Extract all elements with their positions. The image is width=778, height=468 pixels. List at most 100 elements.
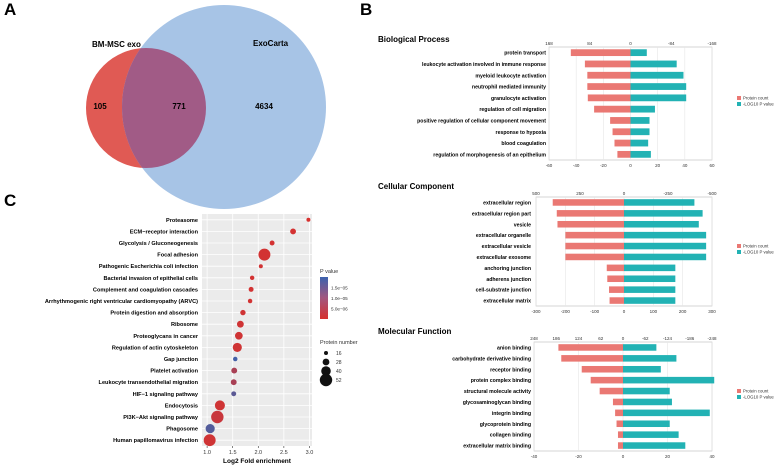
bottom-tick-label: 20 [655, 163, 661, 168]
x-tick-label: 3.0 [306, 450, 314, 456]
bottom-tick-label: 0 [629, 163, 632, 168]
pathway-bubble [231, 391, 237, 397]
go-chart-title: Biological Process [378, 35, 450, 44]
pvalue-bar [623, 420, 670, 428]
top-tick-label: -250 [663, 191, 673, 196]
pvalue-bar [630, 105, 655, 113]
pathway-bubble [290, 228, 297, 235]
legend-label-pvalue: -LOG10 P value [743, 395, 774, 400]
go-term-label: regulation of morphogenesis of an epithe… [433, 152, 546, 158]
top-tick-label: 500 [532, 191, 540, 196]
protein-count-bar [617, 442, 623, 449]
pathway-label: Proteasome [166, 218, 198, 224]
go-term-label: extracellular matrix binding [463, 444, 531, 450]
go-term-label: blood coagulation [501, 141, 546, 147]
pathway-bubble [258, 248, 271, 261]
size-legend-bubble [319, 373, 333, 387]
color-legend-bar [320, 277, 328, 319]
top-tick-label: -84 [668, 41, 675, 46]
size-legend-label: 28 [336, 360, 342, 366]
legend-label-protein-count: Protein count [743, 389, 769, 394]
pvalue-bar [624, 297, 676, 304]
pathway-label: Human papillomavirus infection [113, 438, 198, 444]
pvalue-bar [623, 442, 686, 449]
pvalue-bar [630, 139, 649, 147]
pathway-bubble [231, 367, 238, 374]
pvalue-bar [623, 355, 677, 362]
protein-count-bar [590, 376, 623, 384]
legend-label-pvalue: -LOG10 P value [743, 102, 774, 107]
protein-count-bar [594, 105, 631, 113]
pathway-bubble [211, 410, 224, 424]
size-legend-bubble [324, 351, 328, 355]
protein-count-bar [616, 420, 623, 428]
x-tick-label: 2.5 [280, 450, 288, 456]
go-term-label: extracellular region part [472, 211, 531, 217]
pathway-bubble [230, 379, 237, 386]
pathway-label: Arrhythmogenic right ventricular cardiom… [45, 299, 198, 305]
protein-count-bar [587, 94, 631, 102]
go-term-label: granulocyte activation [491, 96, 546, 102]
protein-count-bar [558, 344, 623, 351]
pathway-bubble [203, 434, 216, 447]
protein-count-bar [609, 297, 624, 304]
go-term-label: glycoprotein binding [480, 422, 531, 428]
go-term-label: extracellular matrix [483, 299, 531, 305]
top-tick-label: 124 [575, 336, 583, 341]
go-term-label: collagen binding [490, 433, 531, 439]
top-tick-label: 186 [552, 336, 560, 341]
pvalue-bar [630, 117, 650, 124]
venn-left-label: BM-MSC exo [92, 40, 141, 49]
go-term-label: protein transport [504, 51, 546, 57]
go-term-label: protein complex binding [471, 378, 531, 384]
top-tick-label: -248 [707, 336, 717, 341]
pvalue-bar [624, 242, 707, 250]
pvalue-bar [630, 49, 647, 57]
go-term-label: integrin binding [492, 411, 531, 417]
pvalue-bar [624, 210, 703, 217]
top-tick-label: 168 [545, 41, 553, 46]
top-tick-label: 0 [623, 191, 626, 196]
pathway-label: Pathogenic Escherichia coli infection [99, 264, 199, 270]
legend-label-pvalue: -LOG10 P value [743, 250, 774, 255]
pathway-bubble [258, 264, 263, 269]
pathway-bubble [232, 342, 242, 352]
top-tick-label: -124 [663, 336, 673, 341]
pvalue-bar [624, 275, 676, 283]
top-tick-label: -186 [685, 336, 695, 341]
top-tick-label: 0 [622, 336, 625, 341]
go-term-label: carbohydrate derivative binding [452, 356, 531, 362]
top-tick-label: 84 [587, 41, 593, 46]
protein-count-bar [617, 150, 631, 158]
pvalue-bar [630, 71, 684, 79]
protein-count-bar [570, 49, 631, 57]
protein-count-bar [565, 242, 624, 250]
protein-count-bar [607, 275, 624, 283]
protein-count-bar [599, 387, 623, 395]
venn-right-only-count: 4634 [255, 102, 273, 111]
pathway-label: ECM−receptor interaction [130, 229, 199, 235]
bottom-tick-label: -20 [575, 454, 582, 459]
bottom-tick-label: 100 [650, 309, 658, 314]
go-chart-title: Cellular Component [378, 182, 454, 191]
go-term-label: neutrophil mediated immunity [472, 85, 546, 91]
color-legend-tick: 1.5e−05 [331, 286, 348, 291]
pvalue-bar [624, 199, 695, 206]
x-axis-label: Log2 Fold enrichment [223, 458, 292, 465]
panel-letter-c: C [4, 191, 16, 210]
pathway-label: Proteoglycans in cancer [133, 334, 198, 340]
size-legend-label: 52 [336, 378, 342, 384]
protein-count-bar [552, 199, 624, 206]
protein-count-bar [617, 431, 623, 438]
pvalue-bar [630, 83, 687, 90]
top-tick-label: 62 [598, 336, 604, 341]
size-legend-bubble [321, 366, 331, 376]
pvalue-bar [623, 376, 715, 384]
go-term-label: cell-substrate junction [476, 288, 531, 294]
color-legend-tick: 1.0e−05 [331, 296, 348, 301]
bottom-tick-label: -300 [531, 309, 541, 314]
pathway-bubble [205, 424, 215, 434]
